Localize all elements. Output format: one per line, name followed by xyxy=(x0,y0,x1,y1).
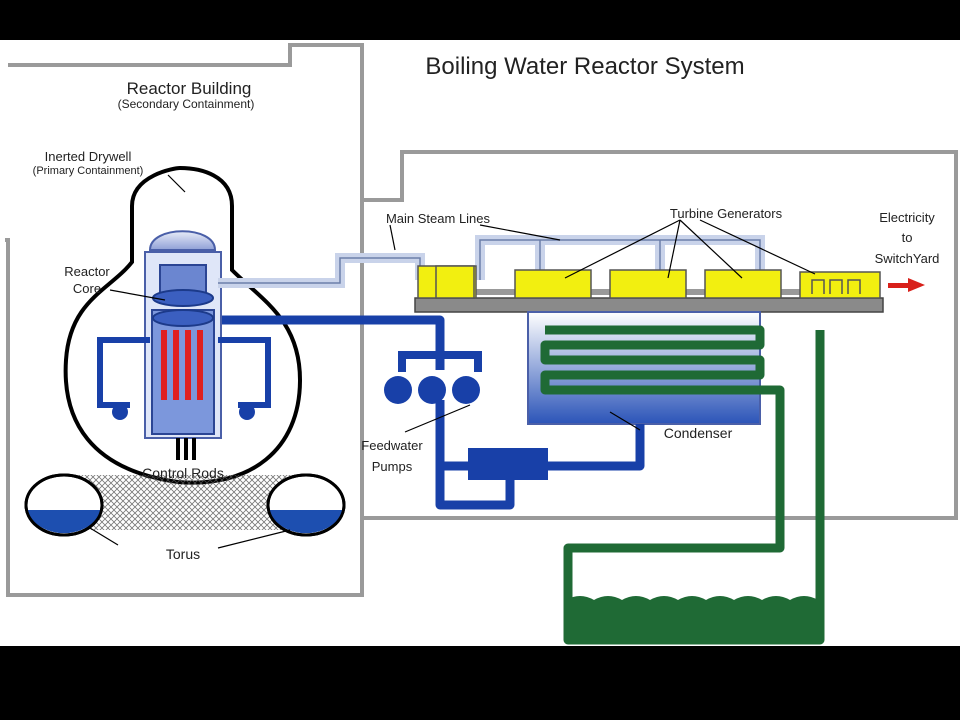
label-pumps: Pumps xyxy=(372,459,413,474)
feedwater-pumps xyxy=(384,351,482,404)
label-reactor-building: Reactor Building xyxy=(127,79,252,98)
label-feedwater: Feedwater xyxy=(361,438,423,453)
label-electricity: Electricity xyxy=(879,210,935,225)
label-torus: Torus xyxy=(166,546,200,562)
torus xyxy=(24,473,346,537)
label-turbine-generators: Turbine Generators xyxy=(670,206,783,221)
electricity-arrow xyxy=(888,278,925,292)
cooling-water-reservoir xyxy=(566,596,818,638)
label-core: Core xyxy=(73,281,101,296)
turbine-building-outline xyxy=(362,150,958,520)
label-secondary-containment: (Secondary Containment) xyxy=(118,97,255,111)
label-primary-containment: (Primary Containment) xyxy=(33,165,144,177)
turbine-generators xyxy=(417,265,881,299)
main-steam-line-edge xyxy=(218,239,761,284)
feedwater-heater xyxy=(468,448,548,480)
leader-lines xyxy=(89,174,816,549)
recirculation-loops xyxy=(97,337,271,408)
label-inerted-drywell: Inerted Drywell xyxy=(45,149,132,164)
label-control-rods: Control Rods xyxy=(142,465,224,481)
turbine-base xyxy=(414,297,884,313)
diagram-title: Boiling Water Reactor System xyxy=(425,53,744,80)
label-switchyard: SwitchYard xyxy=(875,251,940,266)
reactor-vessel xyxy=(144,230,222,460)
label-condenser: Condenser xyxy=(664,425,733,441)
label-reactor: Reactor xyxy=(64,264,110,279)
label-to: to xyxy=(902,230,913,245)
control-rods-core xyxy=(161,330,203,400)
label-main-steam-lines: Main Steam Lines xyxy=(386,211,491,226)
